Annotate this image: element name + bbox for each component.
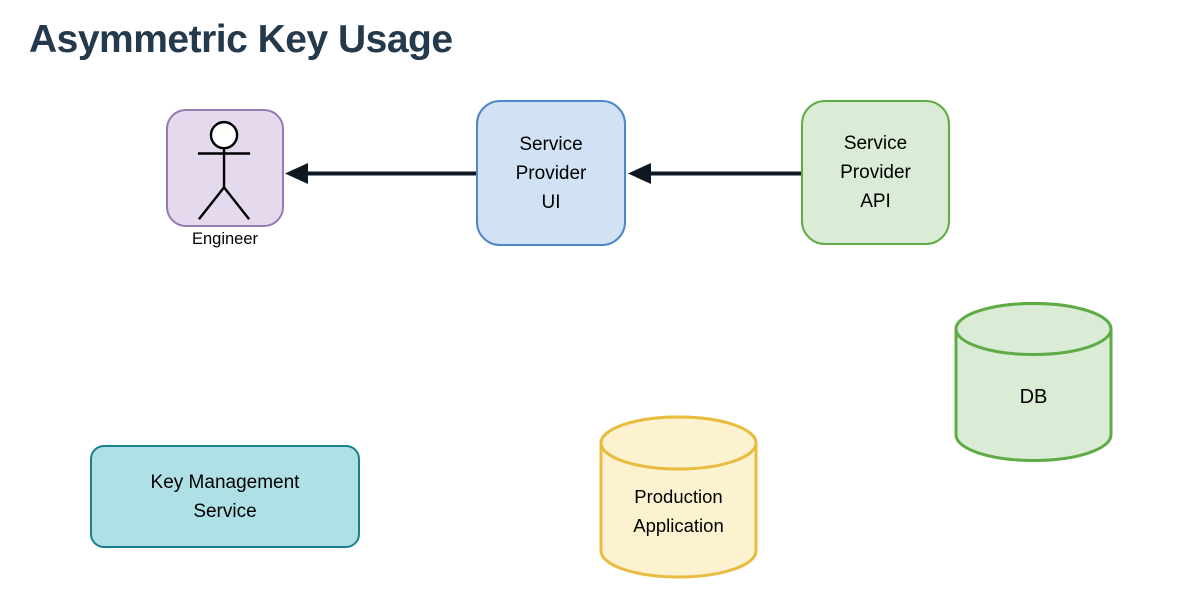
node-service-provider-api: Service Provider API xyxy=(801,100,950,245)
arrow-api-to-ui xyxy=(628,163,801,184)
cylinder-shape xyxy=(599,415,758,579)
node-key-management-service: Key Management Service xyxy=(90,445,360,548)
node-production-application-label: Production Application xyxy=(633,486,724,536)
node-service-provider-ui: Service Provider UI xyxy=(476,100,626,246)
cylinder-shape xyxy=(954,302,1113,462)
node-key-management-service-label: Key Management Service xyxy=(150,471,300,522)
node-service-provider-api-label: Service Provider API xyxy=(840,133,911,212)
node-engineer xyxy=(166,109,284,227)
arrow-ui-to-engineer xyxy=(285,163,476,184)
node-engineer-label: Engineer xyxy=(191,230,259,248)
node-service-provider-ui-label: Service Provider UI xyxy=(515,133,587,213)
person-icon xyxy=(197,120,251,220)
node-db: DB xyxy=(953,301,1114,463)
diagram-title: Asymmetric Key Usage xyxy=(29,18,453,61)
node-production-application: Production Application xyxy=(598,414,759,580)
node-db-label: DB xyxy=(1019,386,1048,408)
